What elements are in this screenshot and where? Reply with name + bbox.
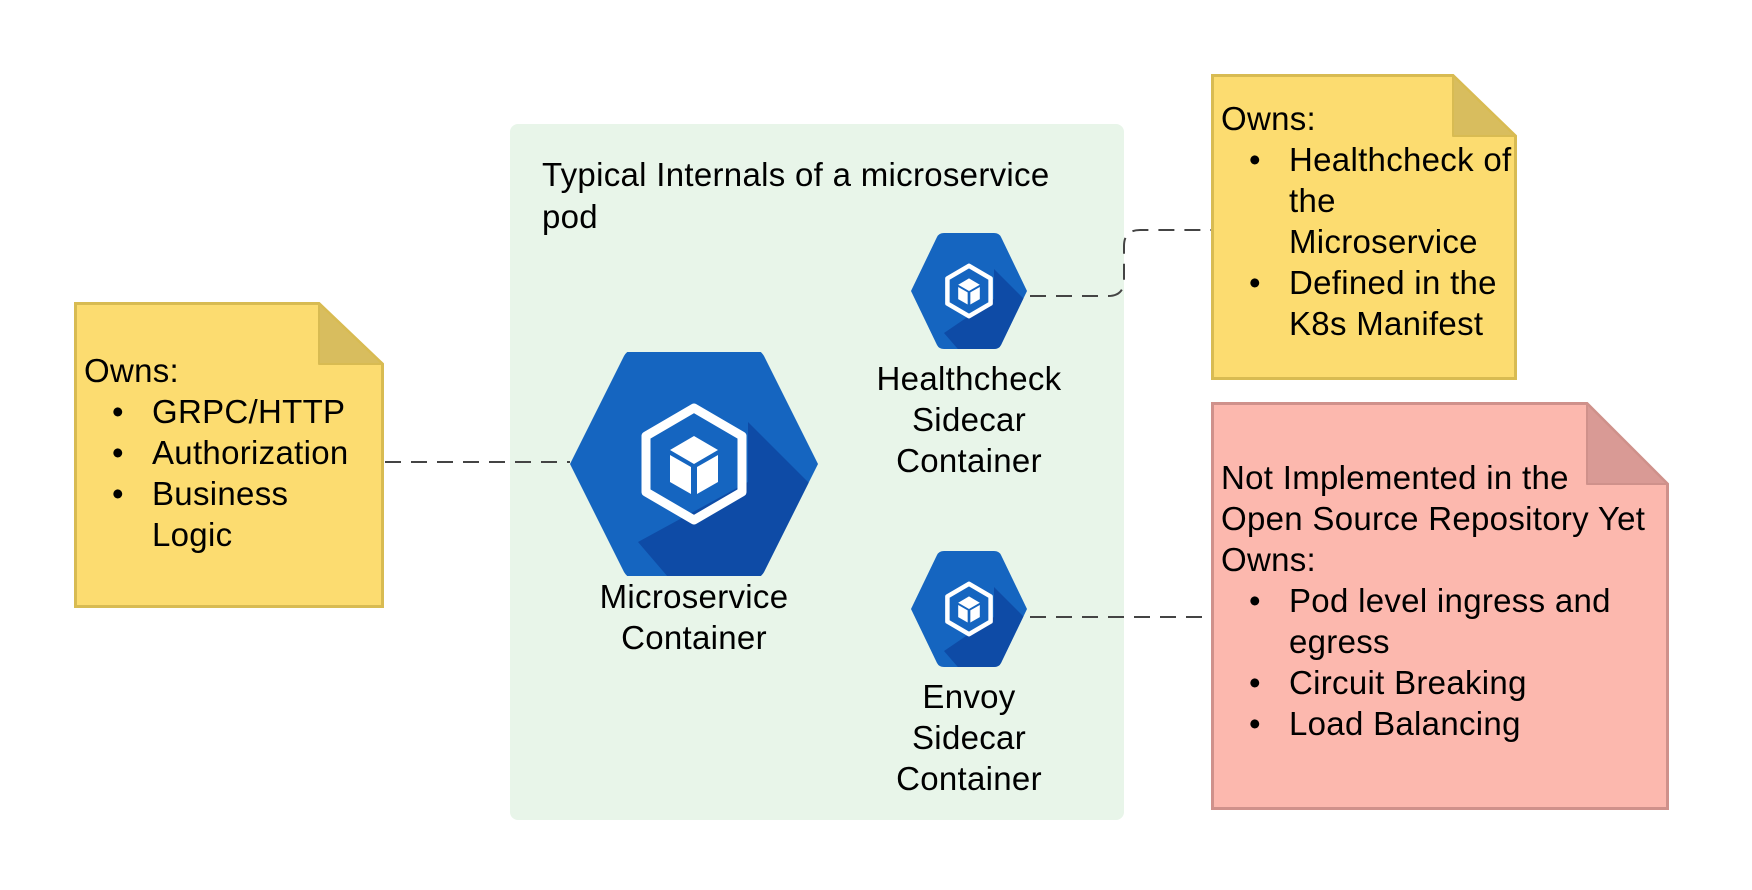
microservice-note-heading: Owns: (84, 352, 180, 389)
healthcheck-note-heading: Owns: (1221, 100, 1317, 137)
healthcheck-label-line1: Healthcheck (876, 360, 1062, 397)
container-cube-icon (945, 581, 993, 637)
list-item: Load Balancing (1249, 703, 1665, 744)
list-item: Healthcheck of the Microservice (1249, 139, 1513, 262)
list-item: Business Logic (112, 473, 374, 555)
envoy-label-line1: Envoy (922, 678, 1016, 715)
envoy-container-icon (911, 551, 1027, 667)
list-item: GRPC/HTTP (112, 391, 374, 432)
healthcheck-container-label: Healthcheck Sidecar Container (840, 358, 1098, 481)
microservice-label-line2: Container (621, 619, 767, 656)
envoy-label-line2: Sidecar (912, 719, 1026, 756)
microservice-note-list: GRPC/HTTP Authorization Business Logic (84, 391, 374, 555)
healthcheck-note: Owns: Healthcheck of the Microservice De… (1211, 74, 1517, 380)
microservice-container-icon (570, 352, 818, 576)
list-item: Pod level ingress and egress (1249, 580, 1665, 662)
microservice-note: Owns: GRPC/HTTP Authorization Business L… (74, 302, 384, 608)
healthcheck-container-icon (911, 233, 1027, 349)
envoy-label-line3: Container (896, 760, 1042, 797)
envoy-note-heading: Owns: (1221, 541, 1317, 578)
envoy-note-intro-line2: Open Source Repository Yet (1221, 500, 1646, 537)
pod-title: Typical Internals of a microservice pod (542, 156, 1050, 235)
connector-healthcheck (1030, 229, 1226, 297)
envoy-note-intro-line1: Not Implemented in the (1221, 459, 1569, 496)
envoy-note-list: Pod level ingress and egress Circuit Bre… (1221, 580, 1665, 744)
container-cube-icon (641, 403, 747, 525)
microservice-label-line1: Microservice (599, 578, 789, 615)
envoy-container-label: Envoy Sidecar Container (840, 676, 1098, 799)
envoy-note: Not Implemented in the Open Source Repos… (1211, 402, 1669, 810)
healthcheck-label-line2: Sidecar (912, 401, 1026, 438)
healthcheck-note-list: Healthcheck of the Microservice Defined … (1221, 139, 1513, 344)
list-item: Circuit Breaking (1249, 662, 1665, 703)
list-item: Defined in the K8s Manifest (1249, 262, 1513, 344)
list-item: Authorization (112, 432, 374, 473)
healthcheck-label-line3: Container (896, 442, 1042, 479)
microservice-container-label: Microservice Container (568, 576, 820, 658)
